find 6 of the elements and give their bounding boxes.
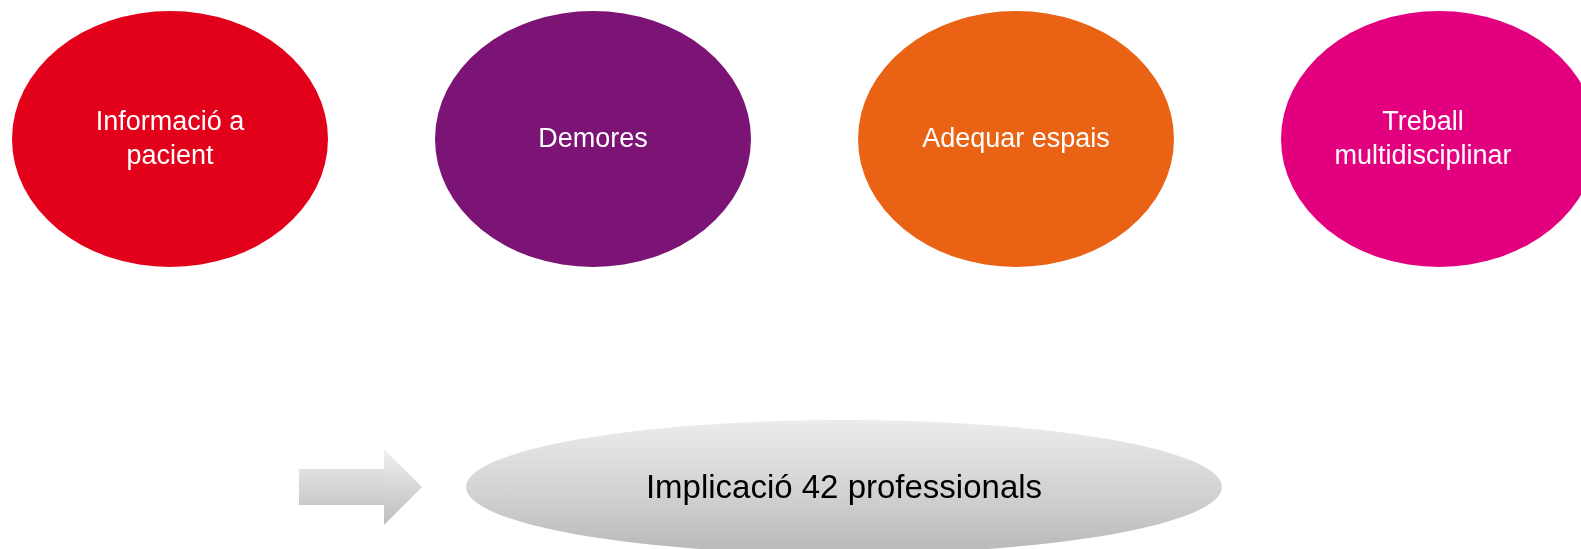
node-label: Treball multidisciplinar	[1333, 105, 1513, 172]
node-label: Informació a pacient	[94, 105, 246, 172]
block-arrow	[299, 449, 422, 525]
node-label: Adequar espais	[922, 122, 1110, 156]
node-label: Demores	[538, 122, 648, 156]
node-label: Implicació 42 professionals	[645, 467, 1043, 508]
